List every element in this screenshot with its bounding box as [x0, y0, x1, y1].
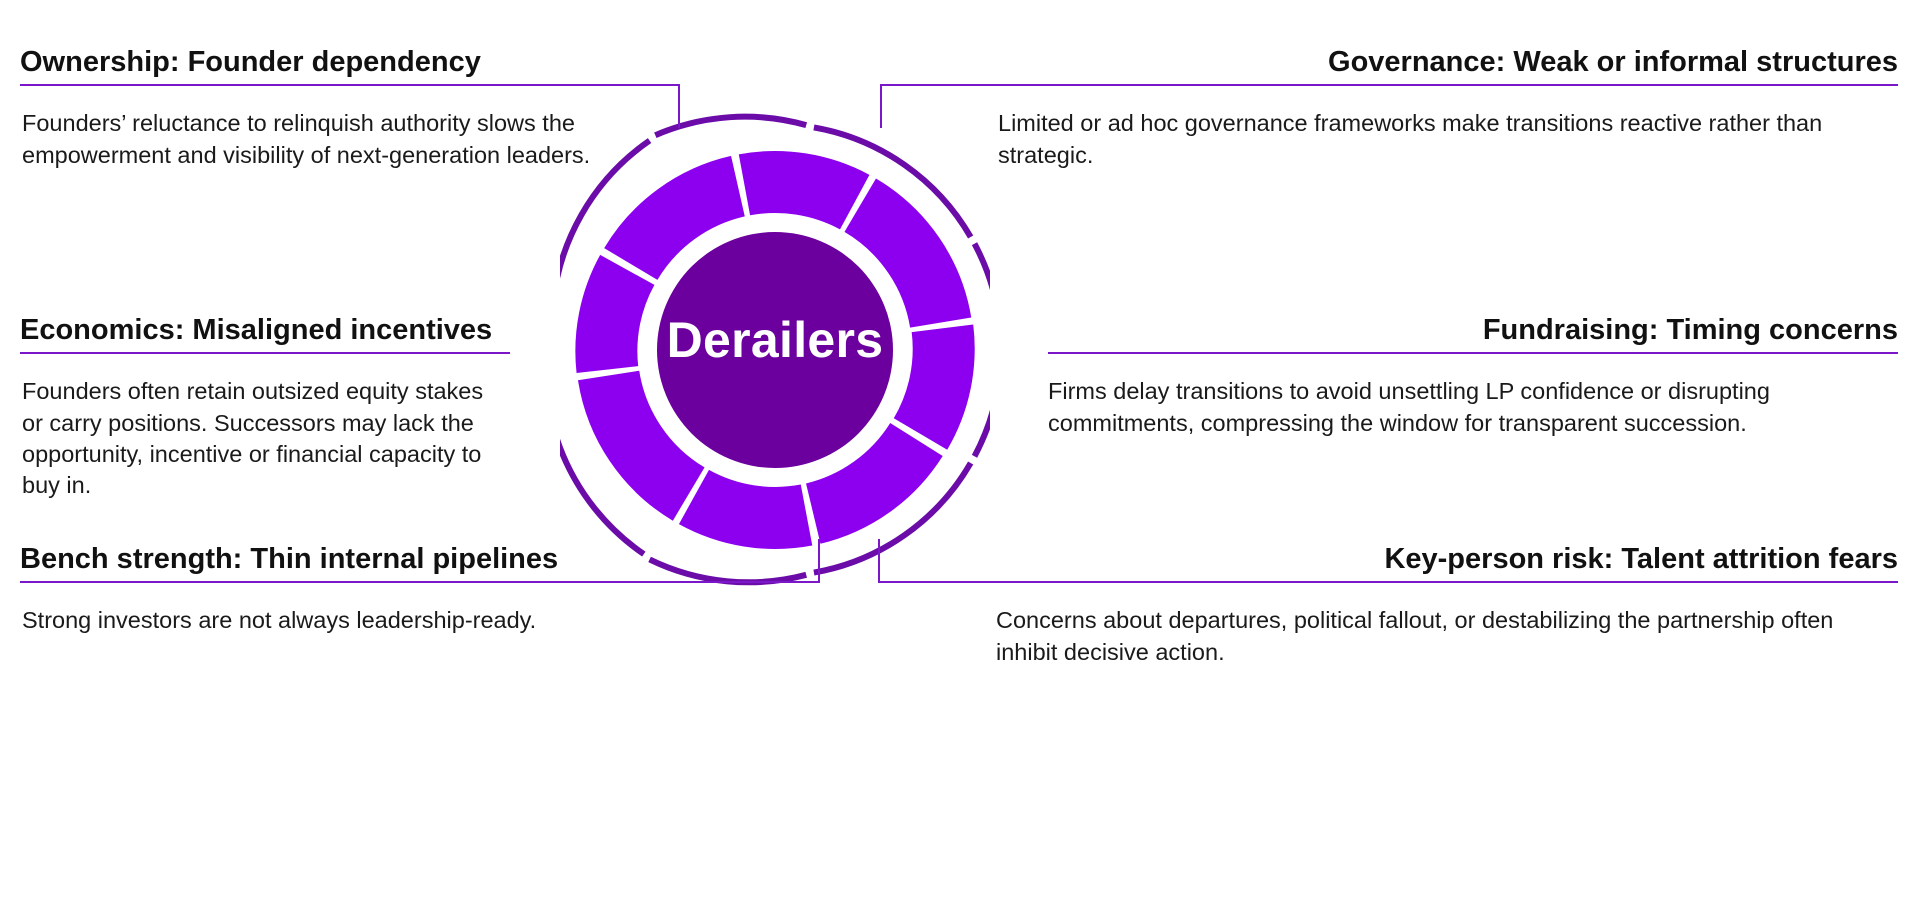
- rule-line: [20, 84, 680, 87]
- block-governance-body: Limited or ad hoc governance frameworks …: [998, 110, 1823, 168]
- block-fundraising-heading: Fundraising: Timing concerns: [1482, 314, 1898, 346]
- block-economics-body: Founders often retain outsized equity st…: [22, 378, 484, 499]
- segment-fundraising: [893, 324, 975, 450]
- rule-line: [878, 581, 1898, 584]
- block-ownership-heading: Ownership: Founder dependency: [20, 46, 481, 78]
- rule-line: [20, 352, 510, 355]
- block-bench-strength: Bench strength: Thin internal pipelines …: [20, 539, 820, 637]
- block-ownership: Ownership: Founder dependency Founders’ …: [20, 46, 680, 171]
- segment-governance-upper: [843, 178, 972, 329]
- segment-governance-top: [738, 151, 870, 230]
- segment-ownership-upper: [604, 155, 746, 281]
- rule-line: [1048, 352, 1898, 355]
- block-ownership-body: Founders’ reluctance to relinquish autho…: [22, 110, 591, 168]
- rule-connector-stub: [880, 84, 882, 129]
- segment-economics: [577, 369, 706, 521]
- segment-ring: [575, 151, 975, 549]
- block-key-person-risk: Key-person risk: Talent attrition fears …: [878, 539, 1898, 668]
- segment-keyperson: [805, 422, 943, 544]
- block-governance-rule: [880, 84, 1898, 129]
- block-governance-heading: Governance: Weak or informal structures: [1328, 46, 1898, 78]
- segment-ownership-lower: [575, 254, 655, 373]
- rule-line: [880, 84, 1898, 87]
- outer-ring: [560, 113, 990, 586]
- block-key-person-risk-rule: [878, 539, 1898, 597]
- block-bench-strength-body: Strong investors are not always leadersh…: [22, 607, 537, 634]
- block-fundraising-body: Firms delay transitions to avoid unsettl…: [1048, 378, 1770, 436]
- block-key-person-risk-heading: Key-person risk: Talent attrition fears: [1384, 543, 1898, 575]
- block-governance: Governance: Weak or informal structures …: [880, 46, 1898, 171]
- rule-connector-stub: [878, 539, 880, 584]
- block-bench-strength-heading: Bench strength: Thin internal pipelines: [20, 543, 559, 575]
- block-bench-strength-rule: [20, 539, 820, 597]
- block-economics-rule: [20, 352, 510, 368]
- rule-connector-stub: [818, 539, 820, 584]
- block-economics-heading: Economics: Misaligned incentives: [20, 314, 493, 346]
- block-key-person-risk-body: Concerns about departures, political fal…: [996, 607, 1834, 665]
- block-fundraising: Fundraising: Timing concerns Firms delay…: [1048, 314, 1898, 439]
- rule-connector-stub: [678, 84, 680, 129]
- center-disc: [657, 232, 893, 468]
- block-economics: Economics: Misaligned incentives Founder…: [20, 314, 510, 501]
- segment-bench: [678, 469, 813, 549]
- block-fundraising-rule: [1048, 352, 1898, 368]
- block-ownership-rule: [20, 84, 680, 129]
- rule-line: [20, 581, 820, 584]
